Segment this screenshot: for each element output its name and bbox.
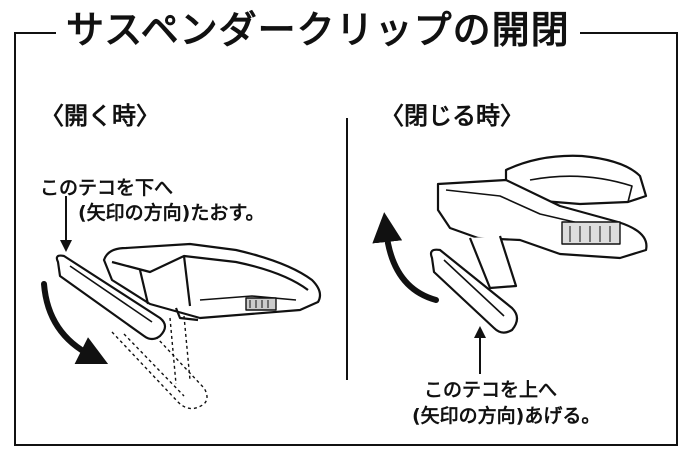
close-clip-cap [504, 154, 648, 206]
open-lever [55, 254, 167, 341]
center-divider [346, 118, 348, 380]
diagram-title: サスペンダークリップの開閉 [56, 4, 580, 56]
close-direction-arrow [372, 212, 439, 303]
close-lever [429, 248, 519, 334]
close-instruction-line2: (矢印の方向)あげる。 [412, 405, 601, 427]
open-lever-ghost [111, 315, 208, 410]
open-heading: 〈開く時〉 [40, 102, 160, 130]
open-clip-drawing [55, 242, 322, 410]
close-instruction-line1: このテコを上へ [424, 379, 558, 401]
open-instruction-line1: このテコを下へ [40, 177, 174, 199]
close-heading: 〈閉じる時〉 [380, 102, 524, 130]
close-clip-drawing [429, 154, 648, 334]
open-instruction-line2: (矢印の方向)たおす。 [78, 202, 265, 224]
open-direction-arrow [41, 281, 109, 365]
